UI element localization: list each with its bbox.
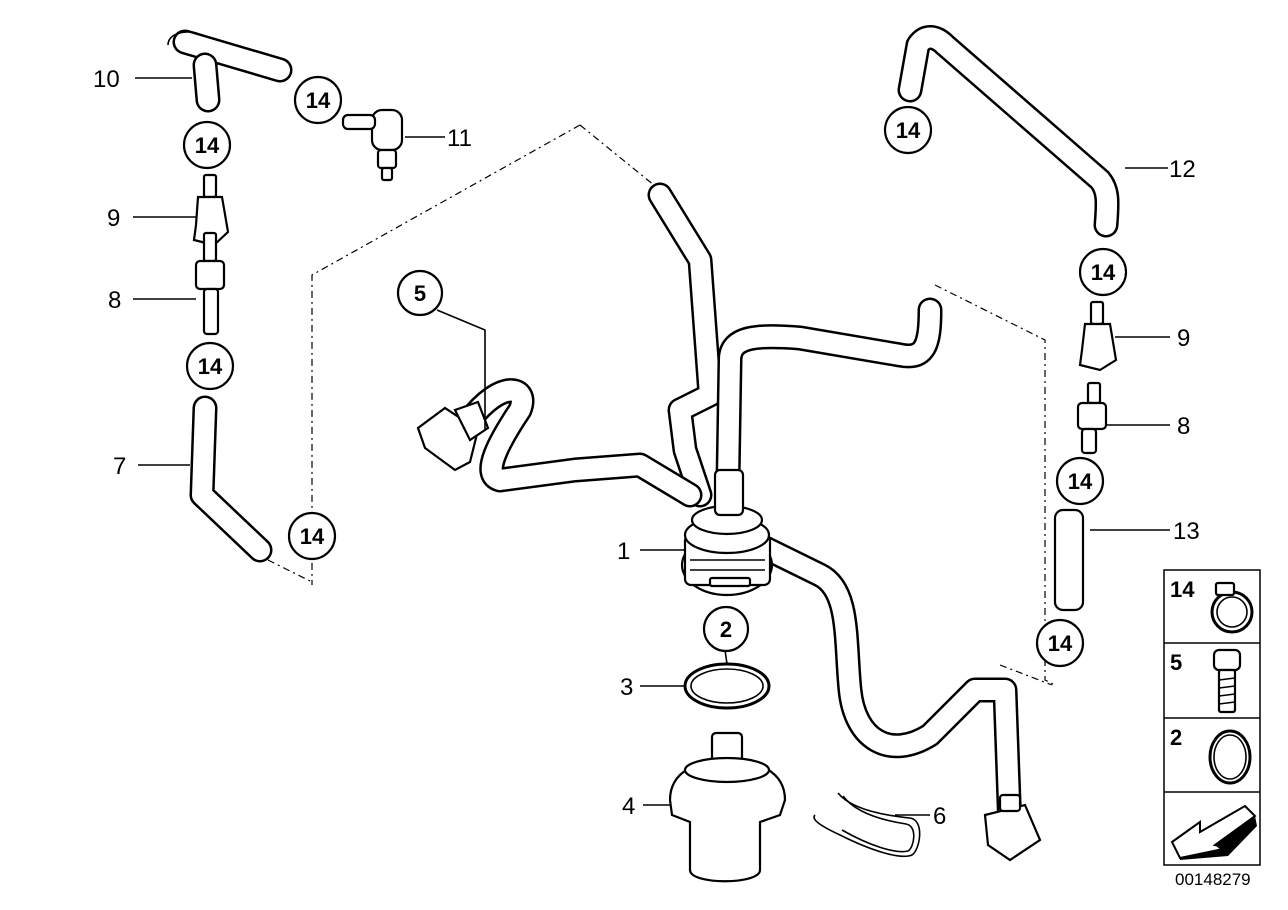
- lower-right-hose: [752, 535, 1023, 843]
- legend-item-hose-clamp: 14: [1170, 577, 1254, 634]
- label-part-6: 6: [933, 803, 946, 830]
- assembly-dashed-lines: [267, 124, 1056, 686]
- leader-lines: [133, 77, 1170, 816]
- svg-text:5: 5: [1170, 650, 1182, 675]
- svg-text:14: 14: [198, 354, 223, 379]
- part-10-hose: [167, 29, 293, 113]
- label-part-3: 3: [620, 674, 633, 701]
- legend-item-bolt: 5: [1170, 648, 1242, 714]
- label-part-4: 4: [622, 793, 635, 820]
- part-4-damper: [668, 731, 787, 883]
- circle-14-f: 14: [1078, 247, 1128, 297]
- part-8-left-valve: [194, 231, 226, 336]
- circled-labels: 14 14 14 14 5 2 14 14: [182, 75, 1128, 668]
- circle-14-g: 14: [1055, 456, 1105, 506]
- part-3-o-ring: [683, 662, 771, 710]
- left-electrical-connector: [416, 400, 490, 472]
- part-6-clip: [813, 792, 921, 858]
- svg-text:14: 14: [300, 524, 325, 549]
- part-9-left-connector: [192, 173, 230, 247]
- label-part-8-left: 8: [108, 287, 121, 314]
- left-connector-hose: [457, 378, 703, 508]
- svg-text:14: 14: [1170, 577, 1195, 602]
- circle-14-e: 14: [883, 105, 933, 155]
- circle-14-d: 14: [287, 511, 337, 561]
- legend-box: 14 5 2: [1163, 569, 1261, 866]
- svg-text:14: 14: [1091, 260, 1116, 285]
- label-part-7: 7: [113, 453, 126, 480]
- circle-14-h: 14: [1035, 618, 1085, 668]
- svg-text:14: 14: [306, 88, 331, 113]
- circle-14-b: 14: [182, 120, 232, 170]
- upper-left-hose: [647, 182, 723, 508]
- part-1-valve-body: [680, 468, 774, 597]
- label-part-12: 12: [1169, 156, 1196, 183]
- arrow-icon: [1170, 804, 1257, 860]
- circle-14-a: 14: [293, 75, 343, 125]
- part-9-right-connector: [1078, 300, 1118, 372]
- part-number-labels: 10 11 9 8 7 1 3 4 6 12 9 8 13: [93, 66, 1200, 830]
- part-7-hose: [189, 395, 273, 563]
- svg-text:2: 2: [1170, 725, 1182, 750]
- svg-text:2: 2: [720, 617, 732, 642]
- label-part-10: 10: [93, 66, 120, 93]
- circle-14-c: 14: [185, 341, 235, 391]
- circle-2: 2: [702, 605, 750, 653]
- upper-right-hose: [715, 297, 943, 493]
- label-part-11: 11: [447, 125, 472, 152]
- svg-text:14: 14: [195, 133, 220, 158]
- circle-5: 5: [396, 269, 444, 317]
- part-12-hose: [897, 25, 1120, 238]
- right-electrical-connector: [983, 793, 1042, 862]
- label-part-9-right: 9: [1177, 325, 1190, 352]
- svg-text:14: 14: [1068, 469, 1093, 494]
- part-8-right-valve: [1076, 381, 1108, 455]
- svg-text:14: 14: [1048, 631, 1073, 656]
- svg-text:5: 5: [414, 281, 426, 306]
- svg-text:14: 14: [896, 118, 921, 143]
- part-13-hose: [1053, 508, 1085, 612]
- part-11-angled-connector: [341, 108, 404, 182]
- legend-item-ring: 2: [1170, 725, 1252, 785]
- label-part-1: 1: [617, 538, 630, 565]
- document-number: 00148279: [1175, 870, 1251, 889]
- label-part-8-right: 8: [1177, 413, 1190, 440]
- label-part-9-left: 9: [107, 205, 120, 232]
- label-part-13: 13: [1173, 518, 1200, 545]
